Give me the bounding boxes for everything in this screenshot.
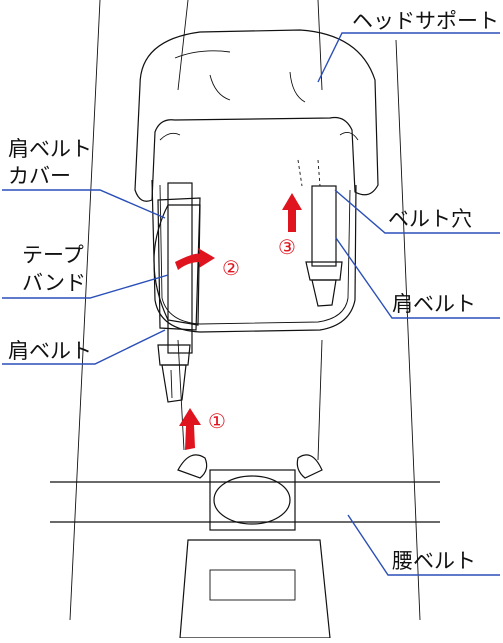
arrow-up-step1 [179, 408, 201, 450]
label-waist-belt: 腰ベルト [392, 549, 476, 573]
left-shoulder-belt [153, 182, 201, 403]
arrow-up-step3 [282, 193, 302, 232]
label-tape-band-2: バンド [22, 271, 86, 295]
step3-label: ③ [278, 235, 296, 259]
step1-label: ① [208, 409, 226, 433]
label-shoulder-belt-cover-2: カバー [8, 164, 71, 188]
label-belt-hole: ベルト穴 [388, 207, 472, 231]
waist-belt [50, 454, 440, 639]
leader-lines [2, 32, 500, 576]
head-support [134, 29, 379, 202]
label-shoulder-belt-left: 肩ベルト [8, 339, 92, 363]
label-tape-band-1: テープ [22, 243, 84, 267]
label-shoulder-belt-cover-1: 肩ベルト [8, 137, 92, 161]
right-shoulder-belt [297, 159, 343, 307]
step-arrows [175, 193, 302, 450]
arrow-right-step2 [175, 248, 215, 270]
label-head-support: ヘッドサポート [352, 9, 499, 33]
step2-label: ② [222, 256, 240, 280]
seat-back-panel [151, 179, 357, 333]
label-shoulder-belt-right: 肩ベルト [392, 292, 476, 316]
seat-outline [69, 0, 421, 621]
